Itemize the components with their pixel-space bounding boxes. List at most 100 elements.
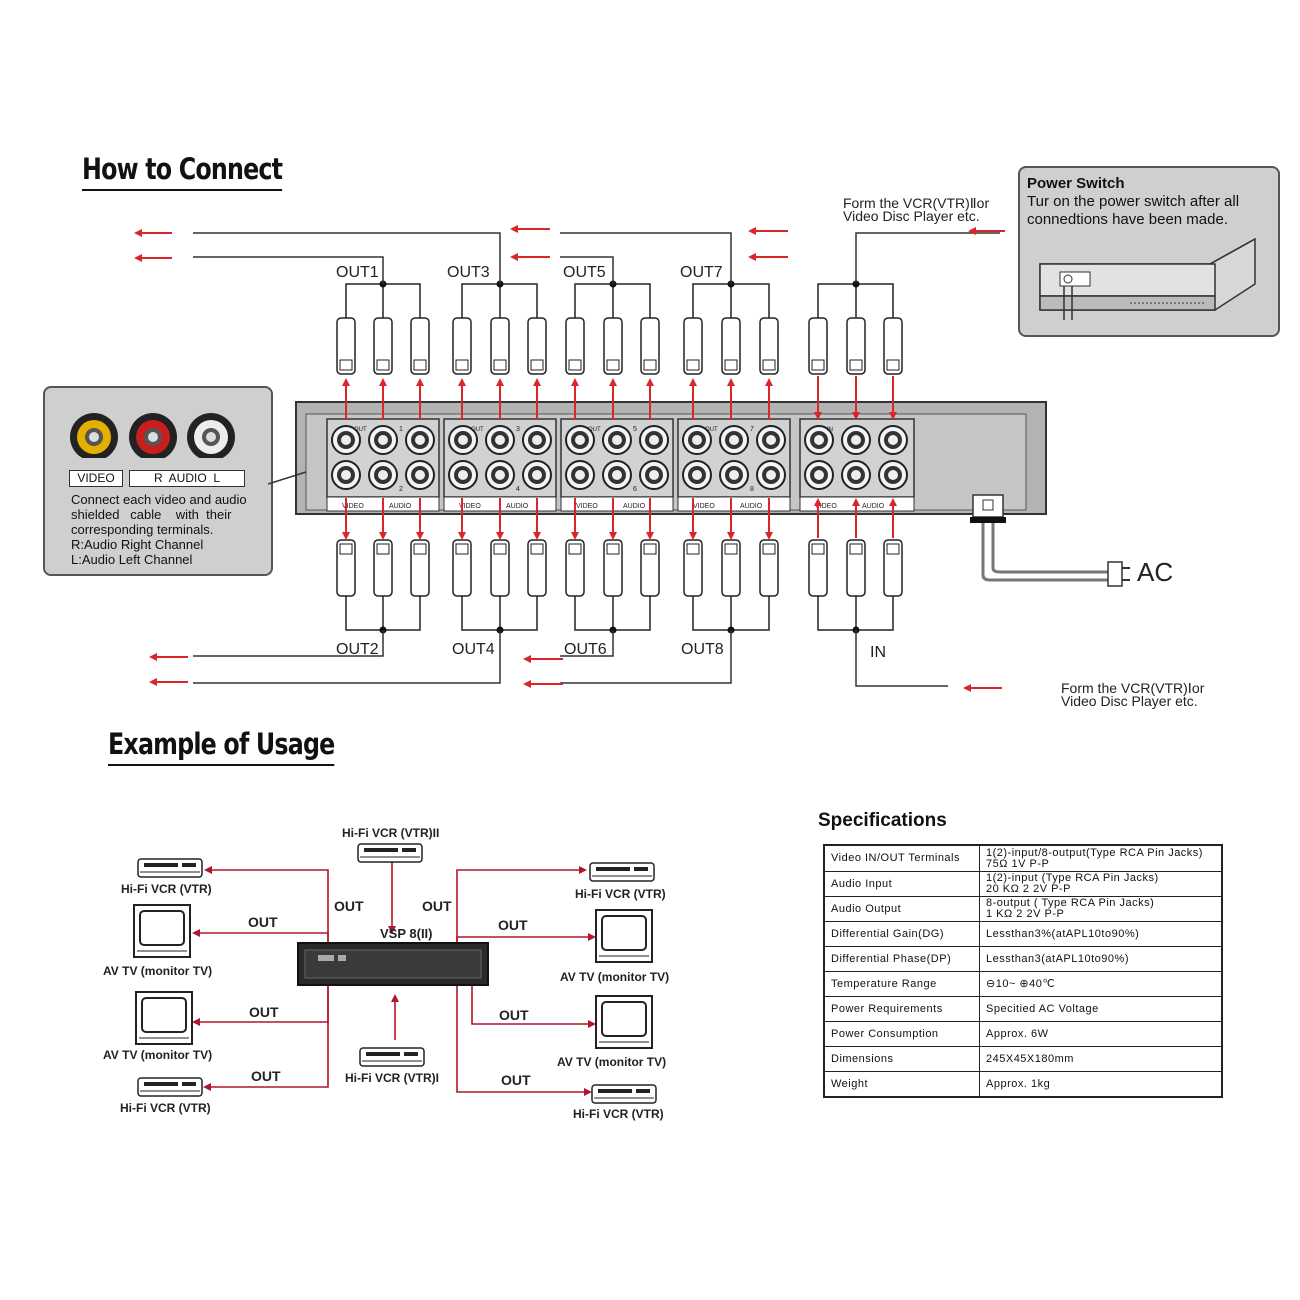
rca-plug-tip bbox=[339, 543, 353, 555]
rca-plug-tip bbox=[643, 543, 657, 555]
jack-number: 7 bbox=[750, 426, 754, 433]
usage-signal-line bbox=[203, 985, 329, 1091]
rca-jack-pin bbox=[495, 435, 505, 445]
callout-line-5: L:Audio Left Channel bbox=[71, 552, 193, 567]
usage-signal-line bbox=[471, 985, 596, 1028]
callout-pointer bbox=[268, 471, 307, 485]
signal-cable bbox=[193, 630, 501, 684]
rca-jack-pin bbox=[612, 470, 622, 480]
rca-jack-pin bbox=[415, 470, 425, 480]
ac-label: AC bbox=[1137, 557, 1174, 587]
rca-jack-pin bbox=[532, 435, 542, 445]
example-of-usage-heading: Example of Usage bbox=[108, 727, 335, 766]
rca-plug-tip bbox=[339, 359, 353, 371]
right-vcr-top-icon bbox=[589, 862, 655, 882]
vcr-buttons bbox=[404, 1052, 418, 1056]
video-jack-icon bbox=[70, 413, 118, 458]
spec-key: Differential Gain(DG) bbox=[823, 921, 980, 947]
rca-plug-tip bbox=[413, 543, 427, 555]
out-label-top-right: OUT bbox=[422, 898, 452, 914]
vcr-buttons bbox=[636, 1089, 650, 1093]
how-to-connect-heading: How to Connect bbox=[82, 152, 283, 191]
jack-io-label: IN bbox=[827, 427, 833, 433]
right-device-1-label: Hi-Fi VCR (VTR) bbox=[575, 887, 666, 901]
rca-plug-tip bbox=[762, 359, 776, 371]
bottom-source-vcr-icon bbox=[359, 1047, 425, 1067]
rca-jack-pin bbox=[692, 435, 702, 445]
spec-key: Video IN/OUT Terminals bbox=[823, 844, 980, 872]
vcr-buttons bbox=[634, 867, 648, 871]
rca-jack-pin bbox=[341, 435, 351, 445]
out3-label: OUT3 bbox=[447, 264, 490, 281]
ac-power-cord bbox=[970, 494, 1130, 587]
tv-screen bbox=[601, 915, 647, 951]
source-note-top-line2: Video Disc Player etc. bbox=[843, 208, 980, 224]
jack-number: 3 bbox=[516, 426, 520, 433]
right-device-4-label: Hi-Fi VCR (VTR) bbox=[573, 1107, 664, 1121]
left-vcr-bottom-icon bbox=[137, 1077, 203, 1097]
usage-signal-line bbox=[204, 866, 329, 943]
spec-key: Dimensions bbox=[823, 1046, 980, 1072]
vcr-slot bbox=[598, 1089, 632, 1093]
spec-row: Differential Phase(DP)Lessthan3(atAPL10t… bbox=[823, 946, 1223, 972]
rca-plug-tip bbox=[568, 543, 582, 555]
rca-plug-tip bbox=[724, 359, 738, 371]
jack-io-label: OUT bbox=[354, 427, 367, 433]
rca-plug-tip bbox=[886, 543, 900, 555]
power-switch-line1: Tur on the power switch after all bbox=[1027, 193, 1240, 210]
rca-plug-tip bbox=[530, 543, 544, 555]
power-switch-title: Power Switch bbox=[1027, 175, 1125, 192]
right-device-2-label: AV TV (monitor TV) bbox=[560, 970, 670, 984]
rca-plug-tip bbox=[811, 359, 825, 371]
usage-diagram bbox=[133, 843, 657, 1104]
rca-plug-tip bbox=[606, 359, 620, 371]
left-tv-lower-icon bbox=[135, 991, 193, 1045]
vcr-body bbox=[137, 1077, 203, 1097]
rca-plug-tip bbox=[724, 543, 738, 555]
spec-key: Audio Output bbox=[823, 896, 980, 922]
signal-cable bbox=[193, 256, 384, 284]
rca-jack-pin bbox=[729, 435, 739, 445]
top-source-label: Hi-Fi VCR (VTR)II bbox=[342, 826, 440, 840]
spec-row: Differential Gain(DG)Lessthan3%(atAPL10t… bbox=[823, 921, 1223, 947]
rca-jack-pin bbox=[692, 470, 702, 480]
rca-jack-pin bbox=[851, 435, 861, 445]
spec-key: Temperature Range bbox=[823, 971, 980, 997]
right-vcr-bottom-icon bbox=[591, 1084, 657, 1104]
rca-jack-pin bbox=[378, 435, 388, 445]
rca-plug-tip bbox=[493, 359, 507, 371]
out5-label: OUT5 bbox=[563, 264, 606, 281]
rca-plug-tip bbox=[530, 359, 544, 371]
vcr-body bbox=[359, 1047, 425, 1067]
spec-key: Differential Phase(DP) bbox=[823, 946, 980, 972]
rca-jack-pin bbox=[851, 470, 861, 480]
rca-plug-tip bbox=[849, 359, 863, 371]
rca-jack-pin bbox=[378, 470, 388, 480]
jack-label-strip bbox=[560, 496, 674, 512]
signal-cable bbox=[560, 232, 732, 284]
spec-key: Power Requirements bbox=[823, 996, 980, 1022]
rca-plug-tip bbox=[493, 543, 507, 555]
tv-screen bbox=[141, 997, 187, 1033]
audio-label-box: R AUDIO L bbox=[129, 470, 245, 487]
audio-right-jack-icon bbox=[129, 413, 177, 458]
spec-row: Temperature Range⊖10~ ⊕40℃ bbox=[823, 971, 1223, 997]
rca-jack-pin bbox=[766, 435, 776, 445]
terminal-jacks-illustration bbox=[70, 413, 235, 458]
rca-plug-tip bbox=[376, 543, 390, 555]
signal-cable bbox=[560, 630, 732, 684]
video-strip-label: VIDEO bbox=[815, 503, 837, 510]
left-device-4-label: Hi-Fi VCR (VTR) bbox=[120, 1101, 211, 1115]
bottom-source-label: Hi-Fi VCR (VTR)I bbox=[345, 1071, 439, 1085]
rca-plug-tip bbox=[455, 543, 469, 555]
jack-io-label: OUT bbox=[471, 427, 484, 433]
rca-jack-pin bbox=[814, 435, 824, 445]
vcr-slot bbox=[366, 1052, 400, 1056]
rca-plug-tip bbox=[455, 359, 469, 371]
audio-left-jack-icon bbox=[187, 413, 235, 458]
out7-label: OUT7 bbox=[680, 264, 723, 281]
vcr-slot bbox=[144, 1082, 178, 1086]
